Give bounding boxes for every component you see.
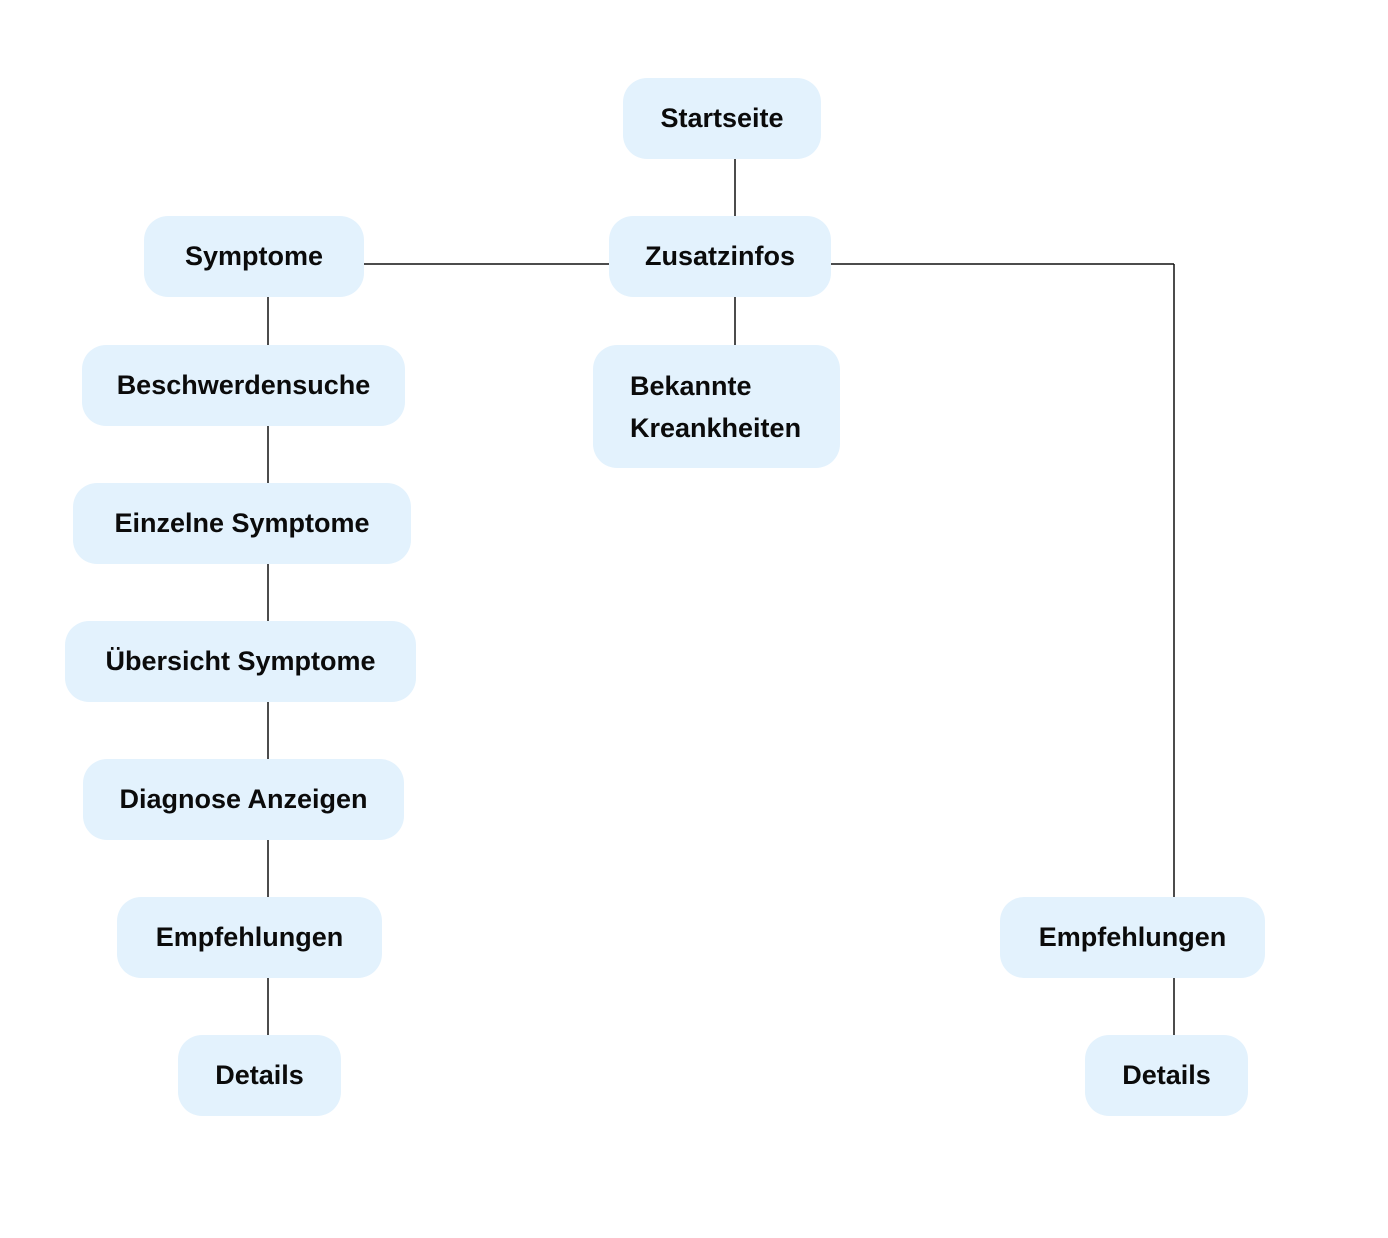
node-startseite[interactable]: Startseite [623, 78, 821, 159]
node-symptome[interactable]: Symptome [144, 216, 364, 297]
node-diagnose-anzeigen[interactable]: Diagnose Anzeigen [83, 759, 404, 840]
node-uebersicht-symptome[interactable]: Übersicht Symptome [65, 621, 416, 702]
node-einzelne-symptome-label: Einzelne Symptome [114, 508, 370, 538]
node-diagnose-anzeigen-label: Diagnose Anzeigen [119, 784, 368, 814]
node-empfehlungen-left[interactable]: Empfehlungen [117, 897, 382, 978]
node-bekannte-krankheiten[interactable]: Bekannte Kreankheiten [593, 345, 840, 468]
node-details-left-label: Details [215, 1060, 304, 1090]
node-zusatzinfos[interactable]: Zusatzinfos [609, 216, 831, 297]
node-einzelne-symptome[interactable]: Einzelne Symptome [73, 483, 411, 564]
node-zusatzinfos-label: Zusatzinfos [644, 241, 795, 271]
node-symptome-label: Symptome [184, 241, 324, 271]
node-bekannte-krankheiten-label: Bekannte Kreankheiten [630, 370, 802, 443]
node-empfehlungen-left-label: Empfehlungen [155, 922, 344, 952]
node-startseite-label: Startseite [660, 103, 784, 133]
node-beschwerdensuche-label: Beschwerdensuche [116, 370, 371, 400]
node-beschwerdensuche[interactable]: Beschwerdensuche [82, 345, 405, 426]
node-empfehlungen-right[interactable]: Empfehlungen [1000, 897, 1265, 978]
node-details-left[interactable]: Details [178, 1035, 341, 1116]
node-details-right[interactable]: Details [1085, 1035, 1248, 1116]
node-uebersicht-symptome-label: Übersicht Symptome [105, 646, 376, 676]
node-empfehlungen-right-label: Empfehlungen [1038, 922, 1227, 952]
node-details-right-label: Details [1122, 1060, 1211, 1090]
